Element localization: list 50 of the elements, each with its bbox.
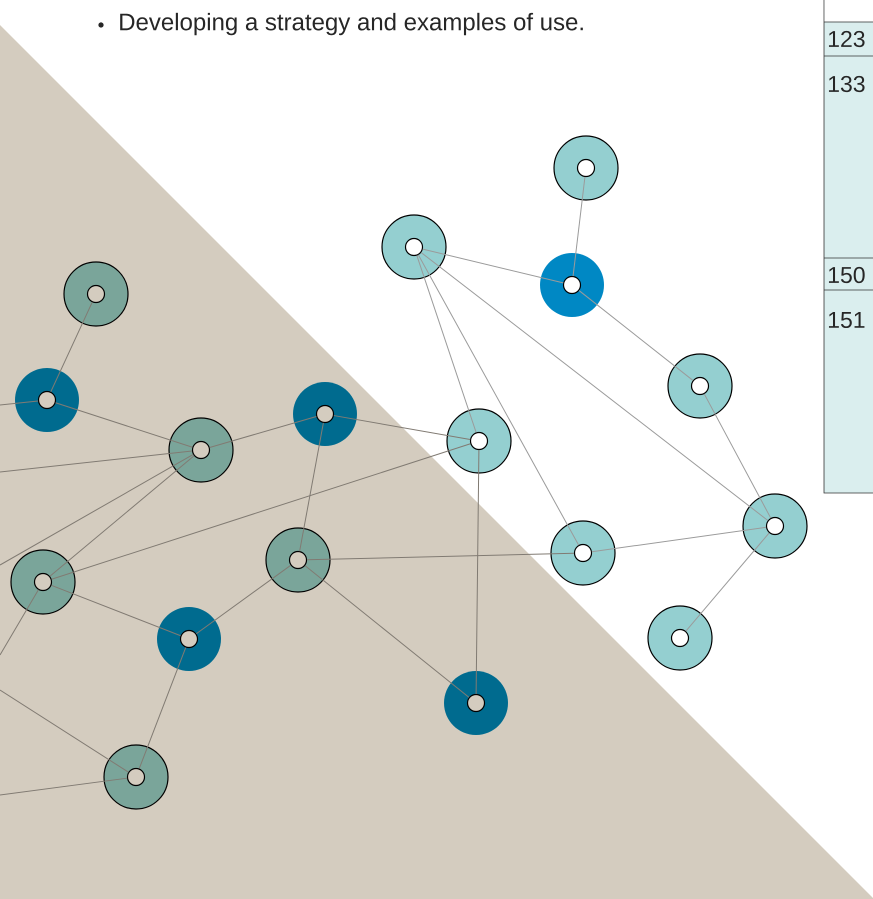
- ring-node: [381, 214, 447, 280]
- ring-node: [540, 253, 604, 317]
- ring-node: [10, 549, 76, 615]
- table-cell-text: 123: [828, 30, 865, 48]
- ring-node: [553, 135, 619, 201]
- connector-line: [704, 393, 772, 519]
- connector-line: [306, 552, 574, 560]
- table-cell-text: 151: [828, 312, 864, 328]
- connector-line: [49, 455, 195, 577]
- connector-line: [50, 584, 182, 636]
- connector-line: [209, 416, 317, 448]
- connector-line: [0, 690, 129, 773]
- table-cell-text: 150: [828, 266, 865, 284]
- ring-node: [444, 671, 508, 735]
- ring-node: [446, 408, 512, 474]
- connector-line: [476, 450, 480, 694]
- connector-line: [51, 443, 471, 580]
- ring-node: [550, 520, 616, 586]
- connector-line: [138, 646, 186, 770]
- connector-line: [0, 450, 193, 472]
- connector-line: [418, 254, 580, 546]
- ring-node: [647, 605, 713, 671]
- connector-line: [196, 564, 292, 634]
- ring-node: [667, 353, 733, 419]
- connector-line: [50, 302, 93, 392]
- connector-line: [591, 526, 767, 552]
- connector-line: [55, 402, 193, 448]
- connector-line: [333, 415, 471, 440]
- ring-node: [157, 607, 221, 671]
- connector-line: [299, 422, 324, 552]
- connector-line: [685, 532, 770, 632]
- ring-node: [293, 382, 357, 446]
- bullet-text: Developing a strategy and examples of use.: [120, 12, 583, 36]
- ring-node: [15, 368, 79, 432]
- connector-line: [416, 255, 477, 433]
- connector-line: [420, 252, 768, 521]
- connector-line: [0, 454, 194, 566]
- table-cell-text: 133: [828, 76, 865, 92]
- connector-line: [578, 290, 694, 381]
- ring-node: [265, 527, 331, 593]
- connector-line: [0, 778, 128, 796]
- connector-line: [572, 176, 586, 277]
- ring-node: [168, 417, 234, 483]
- ring-node: [63, 261, 129, 327]
- connector-line: [0, 589, 39, 656]
- connector-line: [304, 565, 470, 698]
- ring-node: [103, 744, 169, 810]
- connector-line: [422, 248, 564, 284]
- connector-line: [0, 400, 39, 406]
- ring-node: [742, 493, 808, 559]
